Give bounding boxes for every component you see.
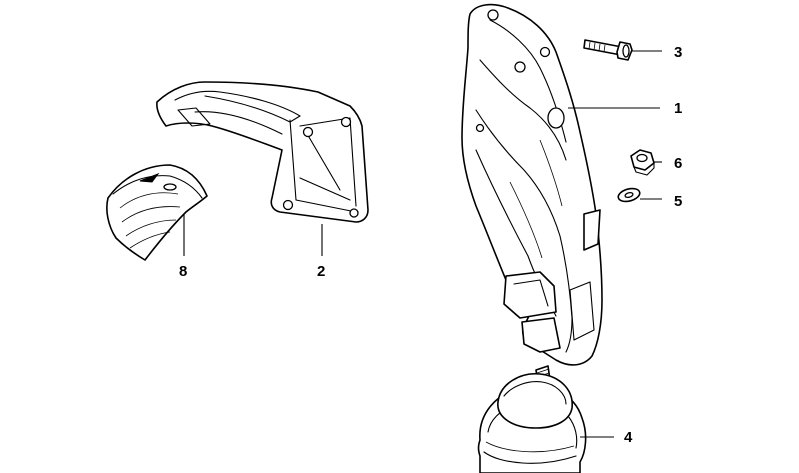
callout-2: 2 xyxy=(317,263,325,280)
support-bracket-part-2 xyxy=(156,81,369,223)
bolt-part-3 xyxy=(583,39,633,61)
nut-part-6 xyxy=(630,149,655,176)
callout-3: 3 xyxy=(674,44,682,61)
washer-part-5 xyxy=(617,187,641,203)
callout-6: 6 xyxy=(674,155,682,172)
leader-lines xyxy=(183,50,662,438)
rubber-mount-part-4 xyxy=(477,365,587,473)
callout-5: 5 xyxy=(674,193,682,210)
callout-8: 8 xyxy=(179,263,187,280)
callout-4: 4 xyxy=(624,429,633,446)
callout-1: 1 xyxy=(674,100,682,117)
heat-shield-part-8 xyxy=(106,164,208,261)
callout-labels: 1 2 3 4 5 6 8 xyxy=(179,44,682,446)
engine-mount-arm-part-1 xyxy=(461,3,603,366)
